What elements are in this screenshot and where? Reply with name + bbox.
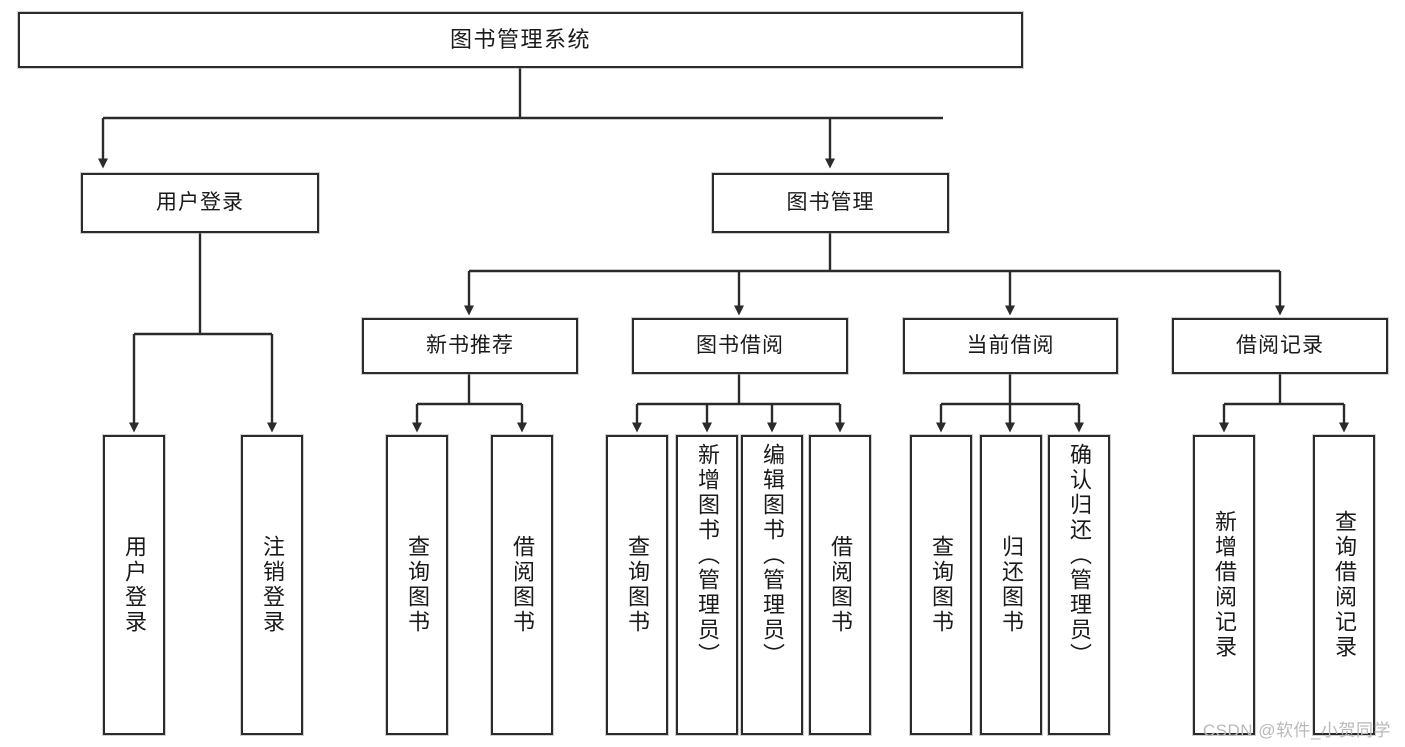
watermark: CSDN @软件_小贺同学	[1202, 721, 1391, 740]
leaf-current-borrow-query-book[interactable]: 查询图书	[910, 435, 972, 735]
node-label: 新增借阅记录	[1212, 510, 1237, 660]
node-label: 查询图书	[929, 535, 954, 635]
node-user-login[interactable]: 用户登录	[81, 173, 319, 233]
node-label: 用户登录	[156, 191, 244, 215]
node-label: 注销登录	[260, 535, 285, 635]
leaf-borrow-record-query-record[interactable]: 查询借阅记录	[1313, 435, 1375, 735]
node-label: 新书推荐	[426, 334, 514, 358]
leaf-book-borrow-add-book-admin[interactable]: 新增图书（管理员）	[676, 435, 738, 735]
node-label: 确认归还（管理员）	[1067, 443, 1092, 668]
node-label: 当前借阅	[966, 334, 1055, 358]
leaf-user-login-login[interactable]: 用户登录	[103, 435, 165, 735]
node-label: 新增图书（管理员）	[695, 443, 720, 668]
leaf-book-borrow-query-book[interactable]: 查询图书	[606, 435, 668, 735]
node-label: 查询图书	[405, 535, 430, 635]
node-book-management[interactable]: 图书管理	[712, 173, 949, 233]
node-new-book-recommend[interactable]: 新书推荐	[362, 318, 578, 374]
leaf-new-book-borrow-book[interactable]: 借阅图书	[491, 435, 553, 735]
leaf-book-borrow-edit-book-admin[interactable]: 编辑图书（管理员）	[741, 435, 803, 735]
node-label: 编辑图书（管理员）	[760, 443, 785, 668]
node-book-borrow[interactable]: 图书借阅	[632, 318, 848, 374]
node-label: 借阅图书	[828, 535, 853, 635]
leaf-current-borrow-confirm-return-admin[interactable]: 确认归还（管理员）	[1048, 435, 1110, 735]
node-label: 查询图书	[625, 535, 650, 635]
leaf-current-borrow-return-book[interactable]: 归还图书	[980, 435, 1042, 735]
node-label: 用户登录	[122, 535, 147, 635]
node-label: 图书管理	[786, 191, 875, 215]
node-label: 借阅记录	[1236, 334, 1324, 358]
node-label: 图书借阅	[696, 334, 784, 358]
node-label: 查询借阅记录	[1332, 510, 1357, 660]
leaf-new-book-query-book[interactable]: 查询图书	[386, 435, 448, 735]
node-current-borrow[interactable]: 当前借阅	[903, 318, 1118, 374]
leaf-user-login-logout[interactable]: 注销登录	[241, 435, 303, 735]
node-label: 图书管理系统	[449, 26, 591, 52]
node-label: 借阅图书	[510, 535, 535, 635]
node-root-book-management-system[interactable]: 图书管理系统	[18, 12, 1023, 68]
node-borrow-record[interactable]: 借阅记录	[1172, 318, 1388, 374]
leaf-book-borrow-borrow-book[interactable]: 借阅图书	[809, 435, 871, 735]
leaf-borrow-record-add-record[interactable]: 新增借阅记录	[1193, 435, 1255, 735]
node-label: 归还图书	[999, 535, 1024, 635]
